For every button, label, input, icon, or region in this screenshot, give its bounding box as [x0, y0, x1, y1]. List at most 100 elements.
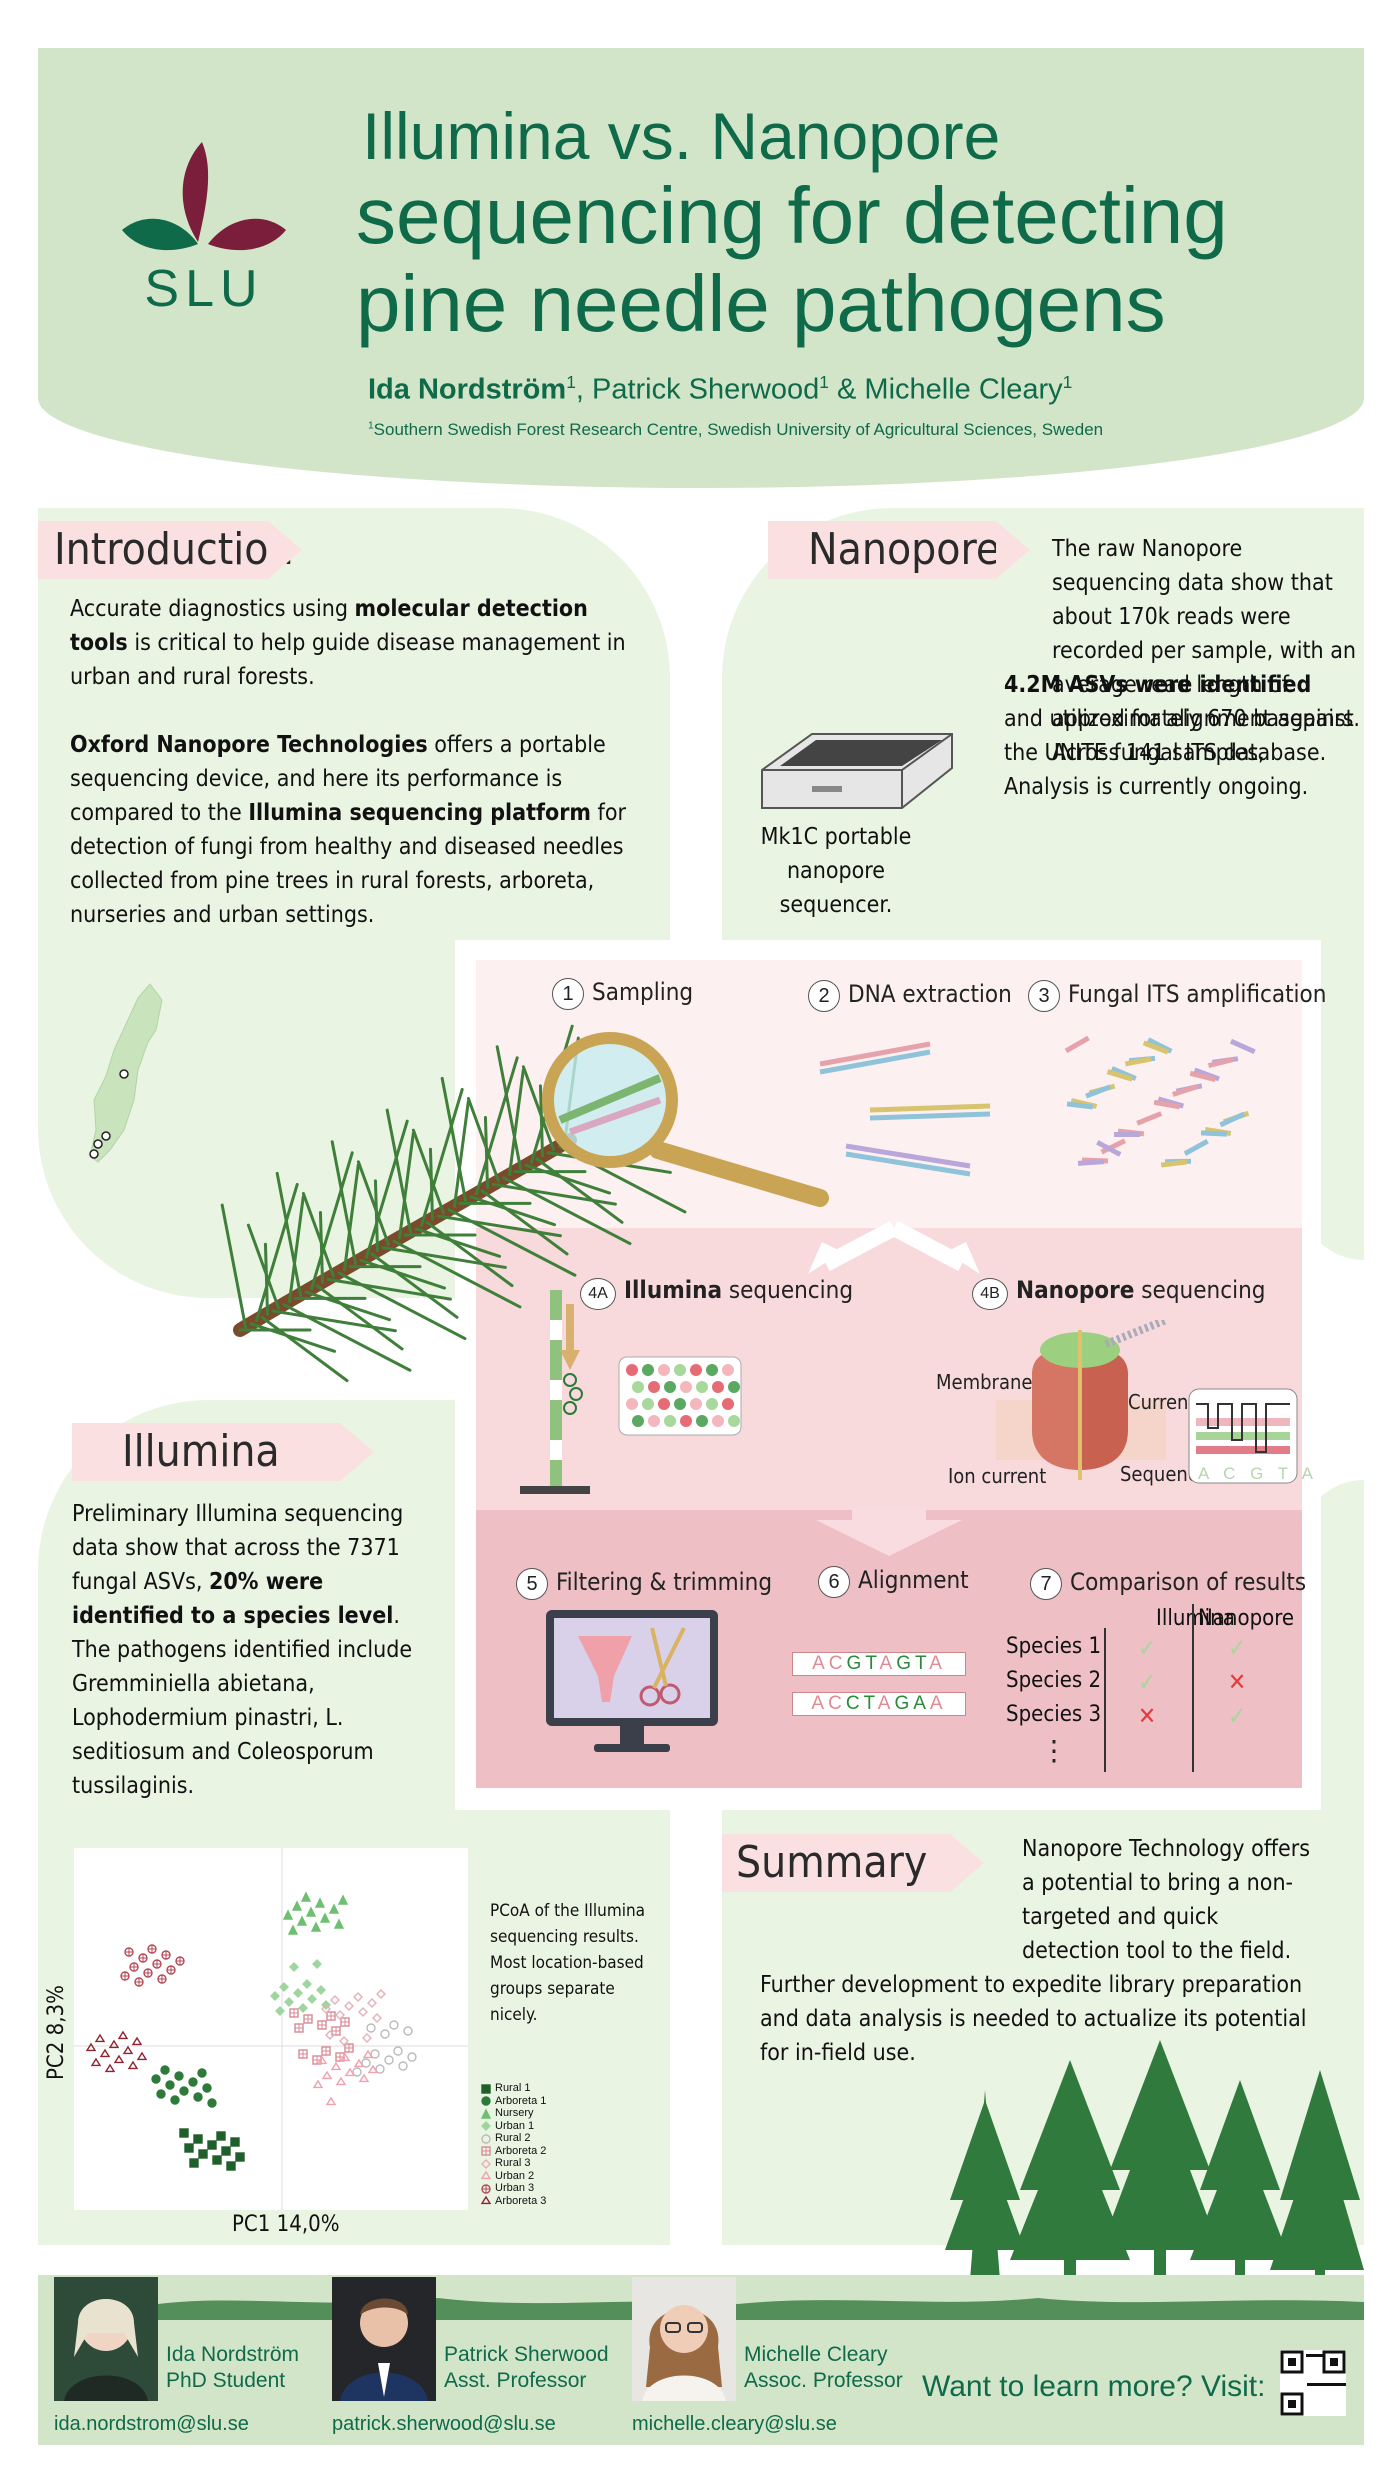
legend-marker [481, 2146, 491, 2156]
pcoa-point [353, 1992, 363, 2002]
sweden-map-icon [89, 983, 163, 1163]
pcoa-point [393, 2046, 403, 2056]
pcoa-point [216, 2131, 226, 2141]
pcoa-point [300, 1891, 312, 1902]
logo-petal-top [182, 142, 209, 242]
summary-heading: Summary [722, 1834, 984, 1892]
email-link-ida[interactable]: ida.nordstrom@slu.se [54, 2413, 249, 2435]
pcoa-x-label: PC1 14,0% [232, 2212, 340, 2237]
pcoa-point [337, 1894, 349, 1905]
person-title: Assoc. Professor [744, 2369, 903, 2392]
cluster-dots-icon [618, 1356, 742, 1436]
pcoa-point [156, 2089, 166, 2099]
person-name: Patrick Sherwood [444, 2343, 609, 2366]
pcoa-point [305, 1906, 317, 1917]
legend-label: Arboreta 2 [495, 2144, 547, 2157]
cross-icon: ✕ [1228, 1668, 1247, 1696]
alignment-base: A [877, 1693, 895, 1714]
pcoa-point [339, 2036, 349, 2046]
alignment-base: G [896, 1653, 915, 1674]
pcoa-point [198, 2149, 208, 2159]
pcoa-point [335, 2010, 345, 2020]
alignment-base: A [929, 1653, 946, 1674]
legend-entry: Arboreta 3 [480, 2195, 610, 2208]
pcoa-point [403, 2026, 413, 2036]
map-pin-icon [101, 1131, 111, 1141]
pcoa-plot-area [74, 1848, 468, 2210]
comparison-divider [1192, 1604, 1194, 1772]
pcoa-point [188, 2077, 198, 2087]
email-link-patrick[interactable]: patrick.sherwood@slu.se [332, 2413, 556, 2435]
pcoa-point [481, 2096, 491, 2106]
pcoa-point [127, 2060, 139, 2070]
pcoa-point [235, 2152, 245, 2162]
alignment-base: G [846, 1653, 866, 1674]
legend-entry: Urban 2 [480, 2170, 610, 2183]
alignment-base: G [894, 1693, 914, 1714]
nanopore-text: The raw Nanopore sequencing data show th… [1052, 536, 1360, 766]
alignment-base: A [811, 1693, 829, 1714]
pcoa-point [189, 2158, 199, 2168]
comparison-col-illumina: Illumina [1156, 1606, 1235, 1631]
learn-more-cta: Want to learn more? Visit: [922, 2370, 1266, 2403]
pcoa-point [321, 2070, 333, 2080]
pcoa-point [302, 1979, 312, 1989]
label-membrane: Membrane [936, 1370, 1033, 1394]
computer-filter-icon [546, 1610, 718, 1752]
poster-title-line1: Illumina vs. Nanopore [362, 99, 1001, 173]
pcoa-points [85, 1891, 417, 2171]
nanopore-highlight: 4.2M ASVs were identified [1004, 672, 1312, 698]
pcoa-point [284, 1997, 294, 2007]
author-name: Ida Nordström [368, 373, 567, 406]
legend-label: Urban 1 [495, 2119, 535, 2132]
pcoa-point [310, 1921, 322, 1932]
comparison-more: ⋮ [1040, 1735, 1068, 1766]
illumina-highlight: 20% were identified to a species level [72, 1569, 394, 1629]
email-link-michelle[interactable]: michelle.cleary@slu.se [632, 2413, 837, 2435]
pcoa-point [330, 1995, 340, 2005]
legend-entry: Rural 3 [480, 2157, 610, 2170]
pcoa-point [321, 2004, 331, 2014]
dna-strands-icon [819, 1041, 991, 1177]
pcoa-y-label: PC2 8,3% [44, 1985, 69, 2080]
pcoa-point [325, 2030, 335, 2040]
legend-marker [481, 2183, 491, 2194]
author-list: Ida Nordström1, Patrick Sherwood1 & Mich… [368, 372, 1073, 406]
nanopore-heading: Nanopore [768, 521, 1030, 579]
check-icon: ✓ [1228, 1702, 1247, 1730]
pcoa-point [398, 2061, 408, 2071]
pcoa-point [270, 1991, 280, 2001]
pcoa-point [480, 2170, 492, 2180]
pcoa-point [85, 2042, 97, 2052]
grass-strip [158, 2298, 1364, 2320]
pcoa-point [380, 2029, 390, 2039]
pcoa-point [165, 2080, 175, 2090]
pcoa-point [325, 2096, 337, 2106]
author-name: Patrick Sherwood [591, 373, 820, 406]
pcoa-point [375, 2064, 385, 2074]
pcoa-point [104, 2063, 116, 2073]
workflow-row-2 [476, 1228, 1302, 1510]
avatar-michelle [632, 2277, 736, 2401]
pcoa-point [480, 2195, 492, 2205]
slu-logo: SLU [122, 142, 286, 313]
legend-label: Arboreta 3 [495, 2194, 547, 2207]
legend-marker [481, 2083, 491, 2094]
comparison-row: Species 3✕✓ [1006, 1702, 1306, 1736]
pcoa-point [335, 2076, 347, 2086]
qr-code-icon[interactable] [1280, 2350, 1346, 2416]
alignment-base: T [914, 1653, 930, 1674]
pcoa-point [367, 1998, 377, 2008]
comparison-col-nanopore: Nanopore [1198, 1606, 1295, 1631]
legend-label: Arboreta 1 [495, 2094, 547, 2107]
pcoa-point [481, 2083, 491, 2094]
label-current: Current [1128, 1390, 1196, 1414]
legend-marker [481, 2121, 491, 2132]
pcoa-point [362, 2049, 374, 2059]
map-pin-icon [89, 1149, 99, 1159]
comparison-rows: Species 1✓✓Species 2✓✕Species 3✕✓ [1006, 1634, 1306, 1736]
pcoa-point [312, 2079, 324, 2089]
